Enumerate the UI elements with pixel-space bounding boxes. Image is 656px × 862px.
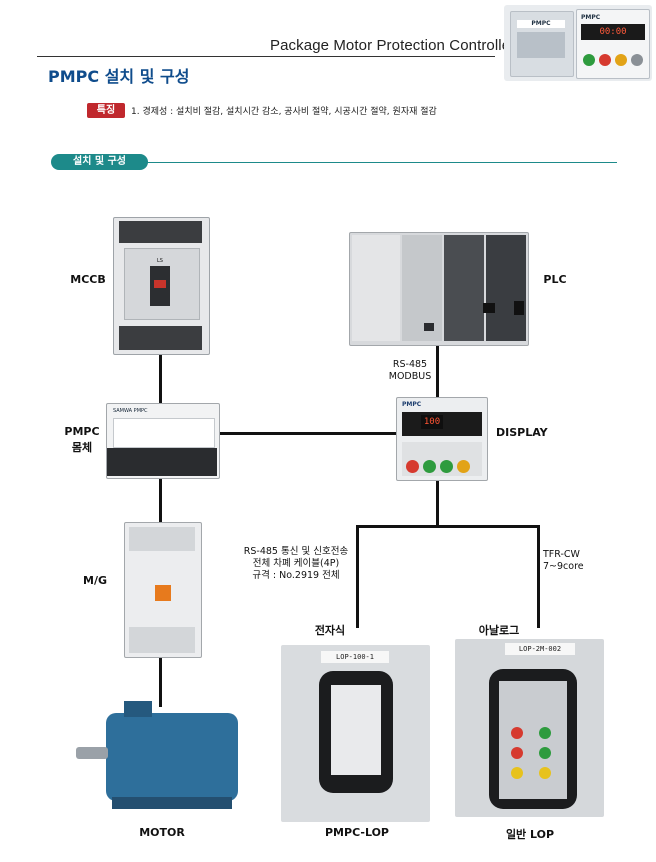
wire-to-analog-lop xyxy=(537,525,540,628)
mccb-toggle-red xyxy=(154,280,166,288)
analog-label: 아날로그 xyxy=(478,624,520,637)
mccb-image: LS xyxy=(113,217,210,355)
document-header-title: Package Motor Protection Controller xyxy=(270,37,516,54)
product-brand-label: PMPC xyxy=(517,20,565,28)
electronic-lop-tag: LOP-100-1 xyxy=(321,651,389,663)
plc-image xyxy=(349,232,529,346)
feature-badge: 특징 xyxy=(87,103,125,118)
pmpc-label: PMPC 몸체 xyxy=(62,424,102,456)
general-lop-panel xyxy=(499,681,567,799)
analog-yellow-lamp-icon xyxy=(511,767,523,779)
motor-shaft xyxy=(76,747,108,759)
pmpc-body-brand: SAMWA PMPC xyxy=(113,408,148,414)
plc-cpu-module xyxy=(402,235,442,341)
tfr-label: TFR-CW 7~9core xyxy=(543,549,593,573)
rs485-line2: MODBUS xyxy=(388,371,432,382)
start-button-icon xyxy=(423,460,436,473)
wire-display-down xyxy=(436,477,439,527)
motor-label: MOTOR xyxy=(139,826,185,839)
rs485-line1: RS-485 xyxy=(392,359,428,370)
wire-to-electronic-lop xyxy=(356,525,359,628)
pmpc-body-spec-table xyxy=(113,418,215,448)
mg-top-terminals xyxy=(129,527,195,551)
product-body-image: PMPC xyxy=(510,11,574,77)
analog-yellow-lamp-2-icon xyxy=(539,767,551,779)
page-title: PMPC 설치 및 구성 xyxy=(48,67,190,86)
product-display-brand: PMPC xyxy=(581,14,601,21)
grey-button-icon xyxy=(631,54,643,66)
motor-base xyxy=(112,797,232,809)
mg-indicator xyxy=(155,585,171,601)
mccb-brand: LS xyxy=(157,258,163,264)
product-photo: PMPC PMPC 00:00 xyxy=(504,5,652,81)
display-brand: PMPC xyxy=(402,401,422,408)
header-rule xyxy=(37,56,495,57)
plc-lan-port xyxy=(424,323,434,331)
product-body-panel xyxy=(517,32,565,58)
pmpc-label-line1: PMPC xyxy=(64,425,100,438)
wire-split xyxy=(356,525,540,528)
analog-red-button-icon xyxy=(511,747,523,759)
red-button-icon xyxy=(599,54,611,66)
product-display-image: PMPC 00:00 xyxy=(576,9,650,79)
cable-spec-line1: RS-485 통신 및 신호전송 xyxy=(243,546,349,557)
tfr-line2: 7~9core xyxy=(543,561,584,572)
electronic-lop-image: LOP-100-1 xyxy=(281,645,430,822)
wire-plc-display xyxy=(436,345,439,397)
electronic-label: 전자식 xyxy=(314,624,346,637)
product-lcd: 00:00 xyxy=(581,24,645,40)
section-label: 설치 및 구성 xyxy=(51,154,148,170)
motor-image xyxy=(74,697,248,817)
mccb-top-terminals xyxy=(119,221,202,243)
plc-power-module xyxy=(352,235,400,341)
general-lop-image: LOP-2M-002 xyxy=(455,639,604,817)
cable-spec-label: RS-485 통신 및 신호전송 전체 차폐 케이블(4P) 규격 : No.2… xyxy=(240,546,352,582)
rs485-label: RS-485 MODBUS xyxy=(383,359,437,383)
plc-port-2 xyxy=(514,301,524,315)
general-lop-tag: LOP-2M-002 xyxy=(505,643,575,655)
run-button-icon xyxy=(440,460,453,473)
feature-text: 1. 경제성 : 설치비 절감, 설치시간 감소, 공사비 절약, 시공시간 절… xyxy=(131,107,437,117)
wire-mccb-pmpc xyxy=(159,352,162,404)
mg-label: M/G xyxy=(83,574,107,587)
mccb-bottom-terminals xyxy=(119,326,202,350)
pmpc-lop-label: PMPC-LOP xyxy=(325,826,389,839)
analog-green-button-icon xyxy=(539,747,551,759)
tfr-line1: TFR-CW xyxy=(543,549,580,560)
section-rule xyxy=(140,162,617,163)
green-button-icon xyxy=(583,54,595,66)
cable-spec-line3: 규격 : No.2919 전체 xyxy=(252,570,340,581)
plc-port-1 xyxy=(483,303,495,313)
plc-label: PLC xyxy=(543,273,567,286)
mg-bottom-terminals xyxy=(129,627,195,653)
stop-button-icon xyxy=(406,460,419,473)
pmpc-label-line2: 몸체 xyxy=(71,441,93,454)
display-image: PMPC 100 xyxy=(396,397,488,481)
display-label: DISPLAY xyxy=(496,426,548,439)
cable-spec-line2: 전체 차폐 케이블(4P) xyxy=(252,558,340,569)
analog-green-lamp-icon xyxy=(539,727,551,739)
pmpc-body-image: SAMWA PMPC xyxy=(106,403,220,479)
wire-mg-motor xyxy=(159,655,162,707)
pmpc-body-terminals xyxy=(107,448,217,476)
mg-image xyxy=(124,522,202,658)
mccb-label: MCCB xyxy=(70,273,106,286)
display-lcd: 100 xyxy=(421,415,443,429)
yellow-button-icon xyxy=(615,54,627,66)
wire-pmpc-display xyxy=(218,432,396,435)
general-lop-label: 일반 LOP xyxy=(505,828,555,841)
reset-button-icon xyxy=(457,460,470,473)
plc-io-module-2 xyxy=(486,235,526,341)
motor-body xyxy=(106,713,238,801)
motor-terminal-box xyxy=(124,701,152,717)
analog-red-lamp-icon xyxy=(511,727,523,739)
wire-pmpc-mg xyxy=(159,476,162,523)
plc-io-module-1 xyxy=(444,235,484,341)
electronic-lop-inner-display xyxy=(331,685,381,775)
